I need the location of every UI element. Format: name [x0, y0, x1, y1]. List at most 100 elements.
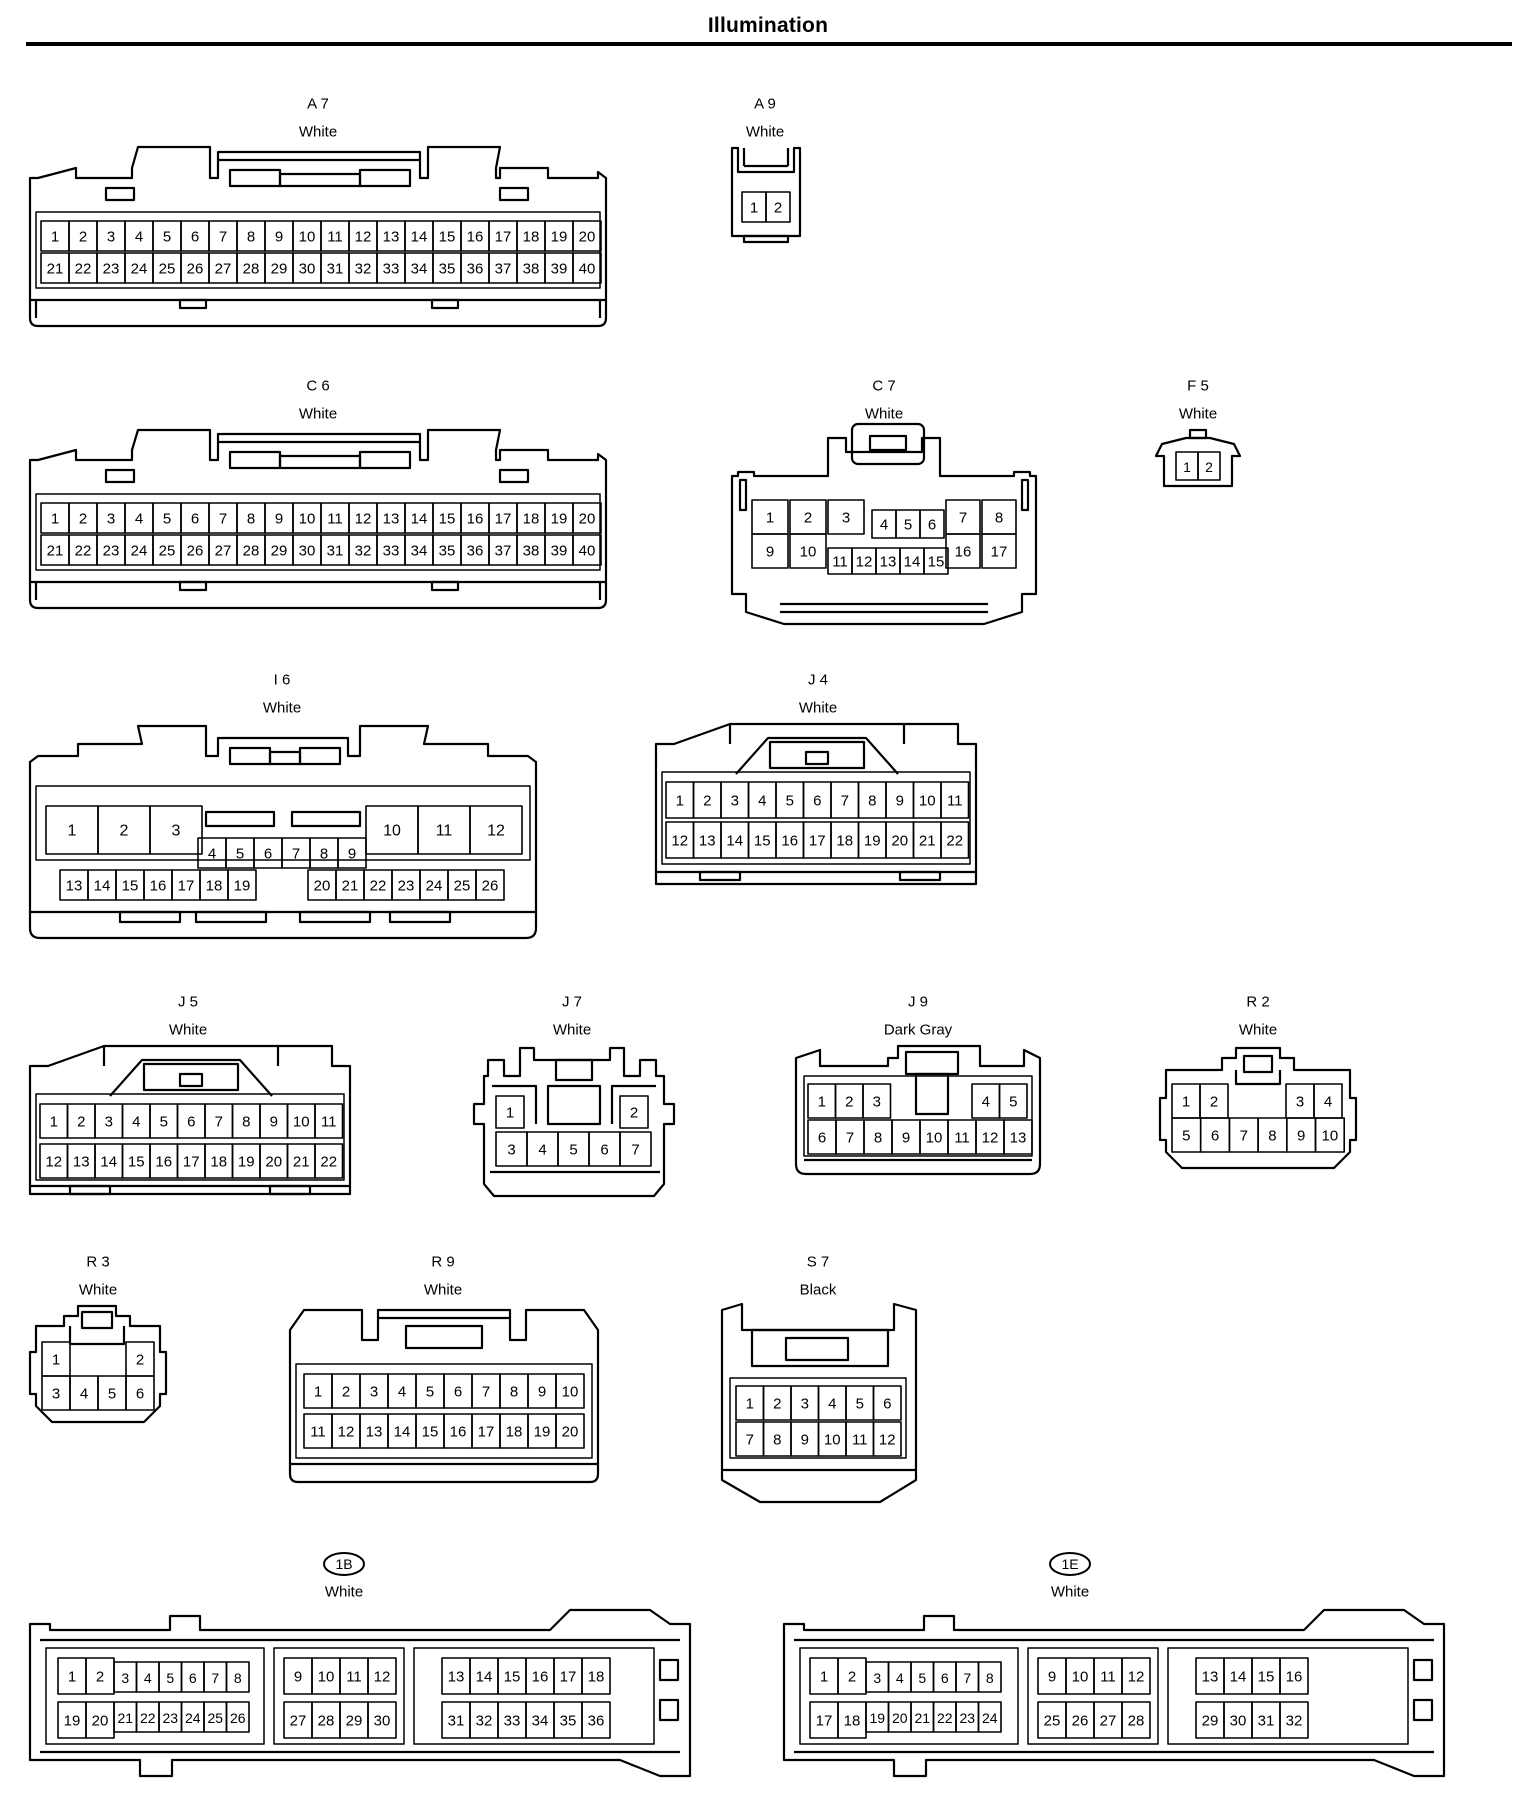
pin-cavity: 2	[97, 805, 151, 855]
connector-id-label: C 6	[306, 378, 329, 395]
pin-number: 3	[842, 510, 850, 527]
pin-number: 7	[292, 846, 300, 863]
pin-cavity: 4	[887, 1661, 912, 1693]
pin-number: 11	[832, 554, 848, 571]
pin-number: 19	[864, 833, 881, 850]
pin-cavity: 25	[447, 869, 477, 901]
pin-cavity: 7	[208, 502, 238, 534]
pin-cavity: 7	[830, 781, 860, 819]
pin-cavity: 19	[857, 821, 887, 859]
pin-number: 9	[348, 846, 356, 863]
pin-number: 32	[355, 261, 372, 278]
pin-number: 1	[51, 229, 59, 246]
pin-number: 11	[346, 1669, 362, 1686]
pin-cavity: 40	[572, 534, 602, 566]
pin-cavity: 12	[367, 1657, 397, 1695]
pin-number: 22	[320, 1154, 337, 1171]
pin-cavity: 3	[96, 502, 126, 534]
pin-cavity: 7	[208, 220, 238, 252]
pin-cavity: 7	[281, 837, 311, 869]
pin-cavity: 29	[264, 534, 294, 566]
pin-number: 17	[495, 229, 512, 246]
pin-cavity: 32	[469, 1701, 499, 1739]
pin-number: 10	[824, 1432, 841, 1449]
pin-cavity: 1	[41, 1341, 71, 1377]
pin-number: 13	[66, 878, 83, 895]
pin-cavity: 15	[497, 1657, 527, 1695]
pin-number: 13	[448, 1669, 465, 1686]
connector-color-label: White	[1051, 1584, 1089, 1601]
pin-number: 5	[904, 517, 912, 534]
pin-number: 1	[820, 1669, 828, 1686]
pin-cavity: 20	[887, 1701, 912, 1733]
pin-number: 6	[189, 1670, 197, 1686]
pin-number: 18	[523, 229, 540, 246]
pin-number: 11	[310, 1424, 326, 1441]
pin-number: 5	[236, 846, 244, 863]
pin-cavity: 5	[845, 1385, 875, 1421]
pin-cavity: 17	[471, 1413, 501, 1449]
pin-cavity: 1	[1171, 1083, 1201, 1119]
pin-cavity: 21	[40, 534, 70, 566]
pin-number: 30	[299, 543, 316, 560]
pin-cavity: 30	[292, 252, 322, 284]
pin-number: 7	[846, 1130, 854, 1147]
pin-number: 1	[750, 200, 758, 217]
pin-cavity: 28	[236, 534, 266, 566]
pin-number: 25	[207, 1710, 223, 1726]
pin-cavity: 2	[66, 1103, 96, 1139]
pin-number: 35	[439, 261, 456, 278]
pin-cavity: 16	[443, 1413, 473, 1449]
pin-number: 21	[117, 1710, 133, 1726]
pin-cavity: 13	[1195, 1657, 1225, 1695]
pin-cavity: 12	[39, 1143, 69, 1179]
pin-cavity: 28	[236, 252, 266, 284]
pin-cavity: 11	[417, 805, 471, 855]
pin-number: 26	[482, 878, 499, 895]
pin-number: 9	[294, 1669, 302, 1686]
pin-number: 40	[579, 261, 596, 278]
pin-cavity: 14	[387, 1413, 417, 1449]
pin-cavity: 29	[339, 1701, 369, 1739]
pin-number: 12	[1128, 1669, 1145, 1686]
pin-number: 1	[68, 1669, 76, 1686]
pin-number: 2	[342, 1384, 350, 1401]
pin-number: 8	[995, 510, 1003, 527]
pin-cavity: 33	[376, 534, 406, 566]
pin-cavity: 4	[135, 1661, 160, 1693]
connector-id-label: J 7	[562, 994, 582, 1011]
pin-number: 38	[523, 543, 540, 560]
pin-number: 26	[187, 261, 204, 278]
pin-cavity: 21	[113, 1701, 138, 1733]
pin-cavity: 30	[292, 534, 322, 566]
pin-cavity: 3	[113, 1661, 138, 1693]
pin-number: 25	[159, 261, 176, 278]
pin-cavity: 17	[553, 1657, 583, 1695]
pin-number: 8	[247, 511, 255, 528]
pin-cavity: 13	[692, 821, 722, 859]
pin-cavity: 1	[303, 1373, 333, 1409]
pin-cavity: 10	[365, 805, 419, 855]
pin-cavity: 13	[1003, 1119, 1033, 1155]
pin-number: 30	[374, 1713, 391, 1730]
pin-cavity: 5	[557, 1131, 590, 1167]
pin-number: 33	[504, 1713, 521, 1730]
pin-number: 27	[1100, 1713, 1117, 1730]
pin-cavity: 30	[1223, 1701, 1253, 1739]
pin-number: 17	[183, 1154, 200, 1171]
pin-number: 10	[800, 544, 817, 561]
pin-number: 15	[439, 229, 456, 246]
pin-number: 1	[1183, 459, 1191, 475]
pin-number: 17	[560, 1669, 577, 1686]
pin-number: 34	[532, 1713, 549, 1730]
pin-cavity: 5	[149, 1103, 179, 1139]
pin-number: 24	[982, 1710, 998, 1726]
pin-number: 22	[937, 1710, 953, 1726]
pin-number: 27	[215, 261, 232, 278]
pin-number: 5	[426, 1384, 434, 1401]
connector-id-label: F 5	[1187, 378, 1209, 395]
